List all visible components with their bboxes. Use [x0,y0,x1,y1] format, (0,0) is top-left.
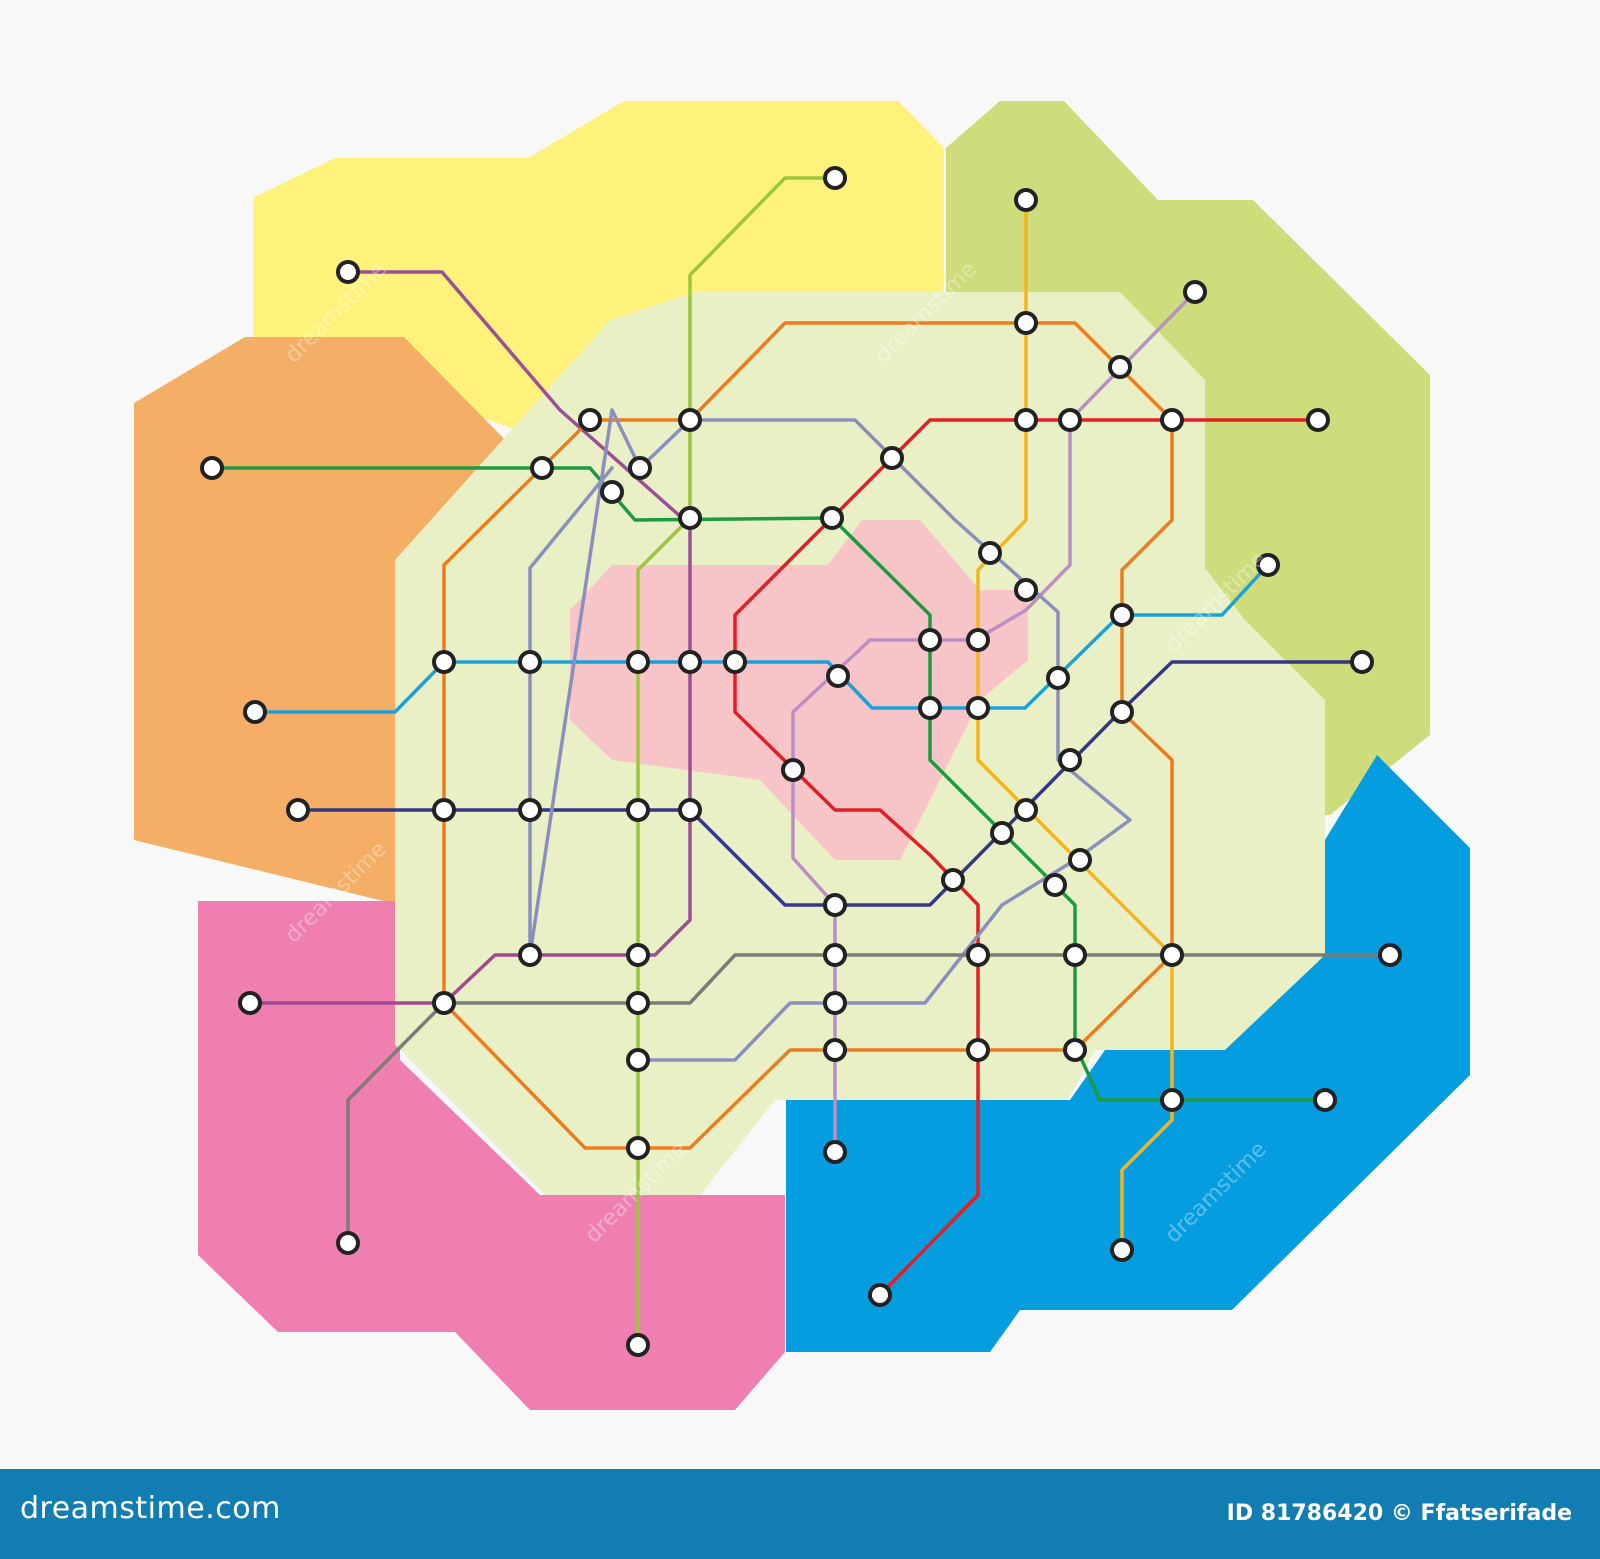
metro-map-svg [134,101,1470,1410]
station-marker[interactable] [1110,700,1134,724]
station-marker[interactable] [1063,1038,1087,1062]
station-marker[interactable] [781,758,805,782]
station-marker[interactable] [823,166,847,190]
station-marker[interactable] [823,1140,847,1164]
station-marker[interactable] [518,798,542,822]
station-marker[interactable] [918,696,942,720]
station-marker[interactable] [823,943,847,967]
station-marker[interactable] [628,456,652,480]
station-marker[interactable] [626,650,650,674]
metro-line-slate [528,408,1132,1062]
station-marker[interactable] [1378,943,1402,967]
station-marker[interactable] [823,991,847,1015]
station-marker[interactable] [432,991,456,1015]
station-marker[interactable] [1014,408,1038,432]
station-marker[interactable] [1108,355,1132,379]
footer-bar: dreamstime.com ID 81786420 © Ffatserifad… [0,1469,1600,1559]
zone-orange [134,337,520,905]
metro-line-red [733,418,1320,1297]
metro-line-cyan [253,563,1270,714]
station-marker[interactable] [243,700,267,724]
station-marker[interactable] [518,943,542,967]
footer-logo[interactable]: dreamstime.com [20,1491,281,1526]
footer-credit: ID 81786420 © Ffatserifade [1226,1501,1572,1526]
station-marker[interactable] [1256,553,1280,577]
station-marker[interactable] [678,798,702,822]
station-marker[interactable] [678,408,702,432]
station-marker[interactable] [336,1231,360,1255]
station-marker[interactable] [1313,1088,1337,1112]
station-marker[interactable] [1014,578,1038,602]
station-marker[interactable] [1110,603,1134,627]
station-marker[interactable] [1058,408,1082,432]
station-marker[interactable] [238,991,262,1015]
station-marker[interactable] [336,260,360,284]
station-marker[interactable] [1063,943,1087,967]
station-marker[interactable] [626,1048,650,1072]
station-marker[interactable] [626,943,650,967]
station-marker[interactable] [432,650,456,674]
station-marker[interactable] [1160,408,1184,432]
station-marker[interactable] [518,650,542,674]
station-marker[interactable] [626,991,650,1015]
station-marker[interactable] [1068,848,1092,872]
station-marker[interactable] [966,943,990,967]
station-marker[interactable] [1014,188,1038,212]
station-marker[interactable] [1058,748,1082,772]
stations [200,166,1402,1357]
metro-line-magenta [248,953,640,1005]
zone-blue [786,755,1470,1352]
station-marker[interactable] [820,506,844,530]
metro-map: dreamstime dreamstime dreamstime dreamst… [134,101,1470,1410]
station-marker[interactable] [1046,666,1070,690]
station-marker[interactable] [823,893,847,917]
station-marker[interactable] [200,456,224,480]
station-marker[interactable] [990,821,1014,845]
station-marker[interactable] [1043,873,1067,897]
station-marker[interactable] [626,1136,650,1160]
station-marker[interactable] [432,798,456,822]
station-marker[interactable] [966,628,990,652]
station-marker[interactable] [723,650,747,674]
metro-line-orange [442,321,1174,1150]
zone-core [570,520,1028,860]
station-marker[interactable] [578,408,602,432]
station-marker[interactable] [1350,650,1374,674]
station-marker[interactable] [1110,1238,1134,1262]
station-marker[interactable] [600,480,624,504]
station-marker[interactable] [1014,798,1038,822]
station-marker[interactable] [1014,311,1038,335]
station-marker[interactable] [1160,943,1184,967]
station-marker[interactable] [1183,280,1207,304]
station-marker[interactable] [966,696,990,720]
zones [134,101,1470,1410]
station-marker[interactable] [918,628,942,652]
station-marker[interactable] [880,446,904,470]
metro-line-lime [636,176,837,1347]
station-marker[interactable] [868,1283,892,1307]
station-marker[interactable] [530,456,554,480]
station-marker[interactable] [823,1038,847,1062]
station-marker[interactable] [286,798,310,822]
station-marker[interactable] [978,541,1002,565]
station-marker[interactable] [826,664,850,688]
station-marker[interactable] [1306,408,1330,432]
station-marker[interactable] [626,1333,650,1357]
station-marker[interactable] [678,650,702,674]
station-marker[interactable] [626,798,650,822]
station-marker[interactable] [678,506,702,530]
station-marker[interactable] [941,868,965,892]
station-marker[interactable] [1160,1088,1184,1112]
station-marker[interactable] [966,1038,990,1062]
